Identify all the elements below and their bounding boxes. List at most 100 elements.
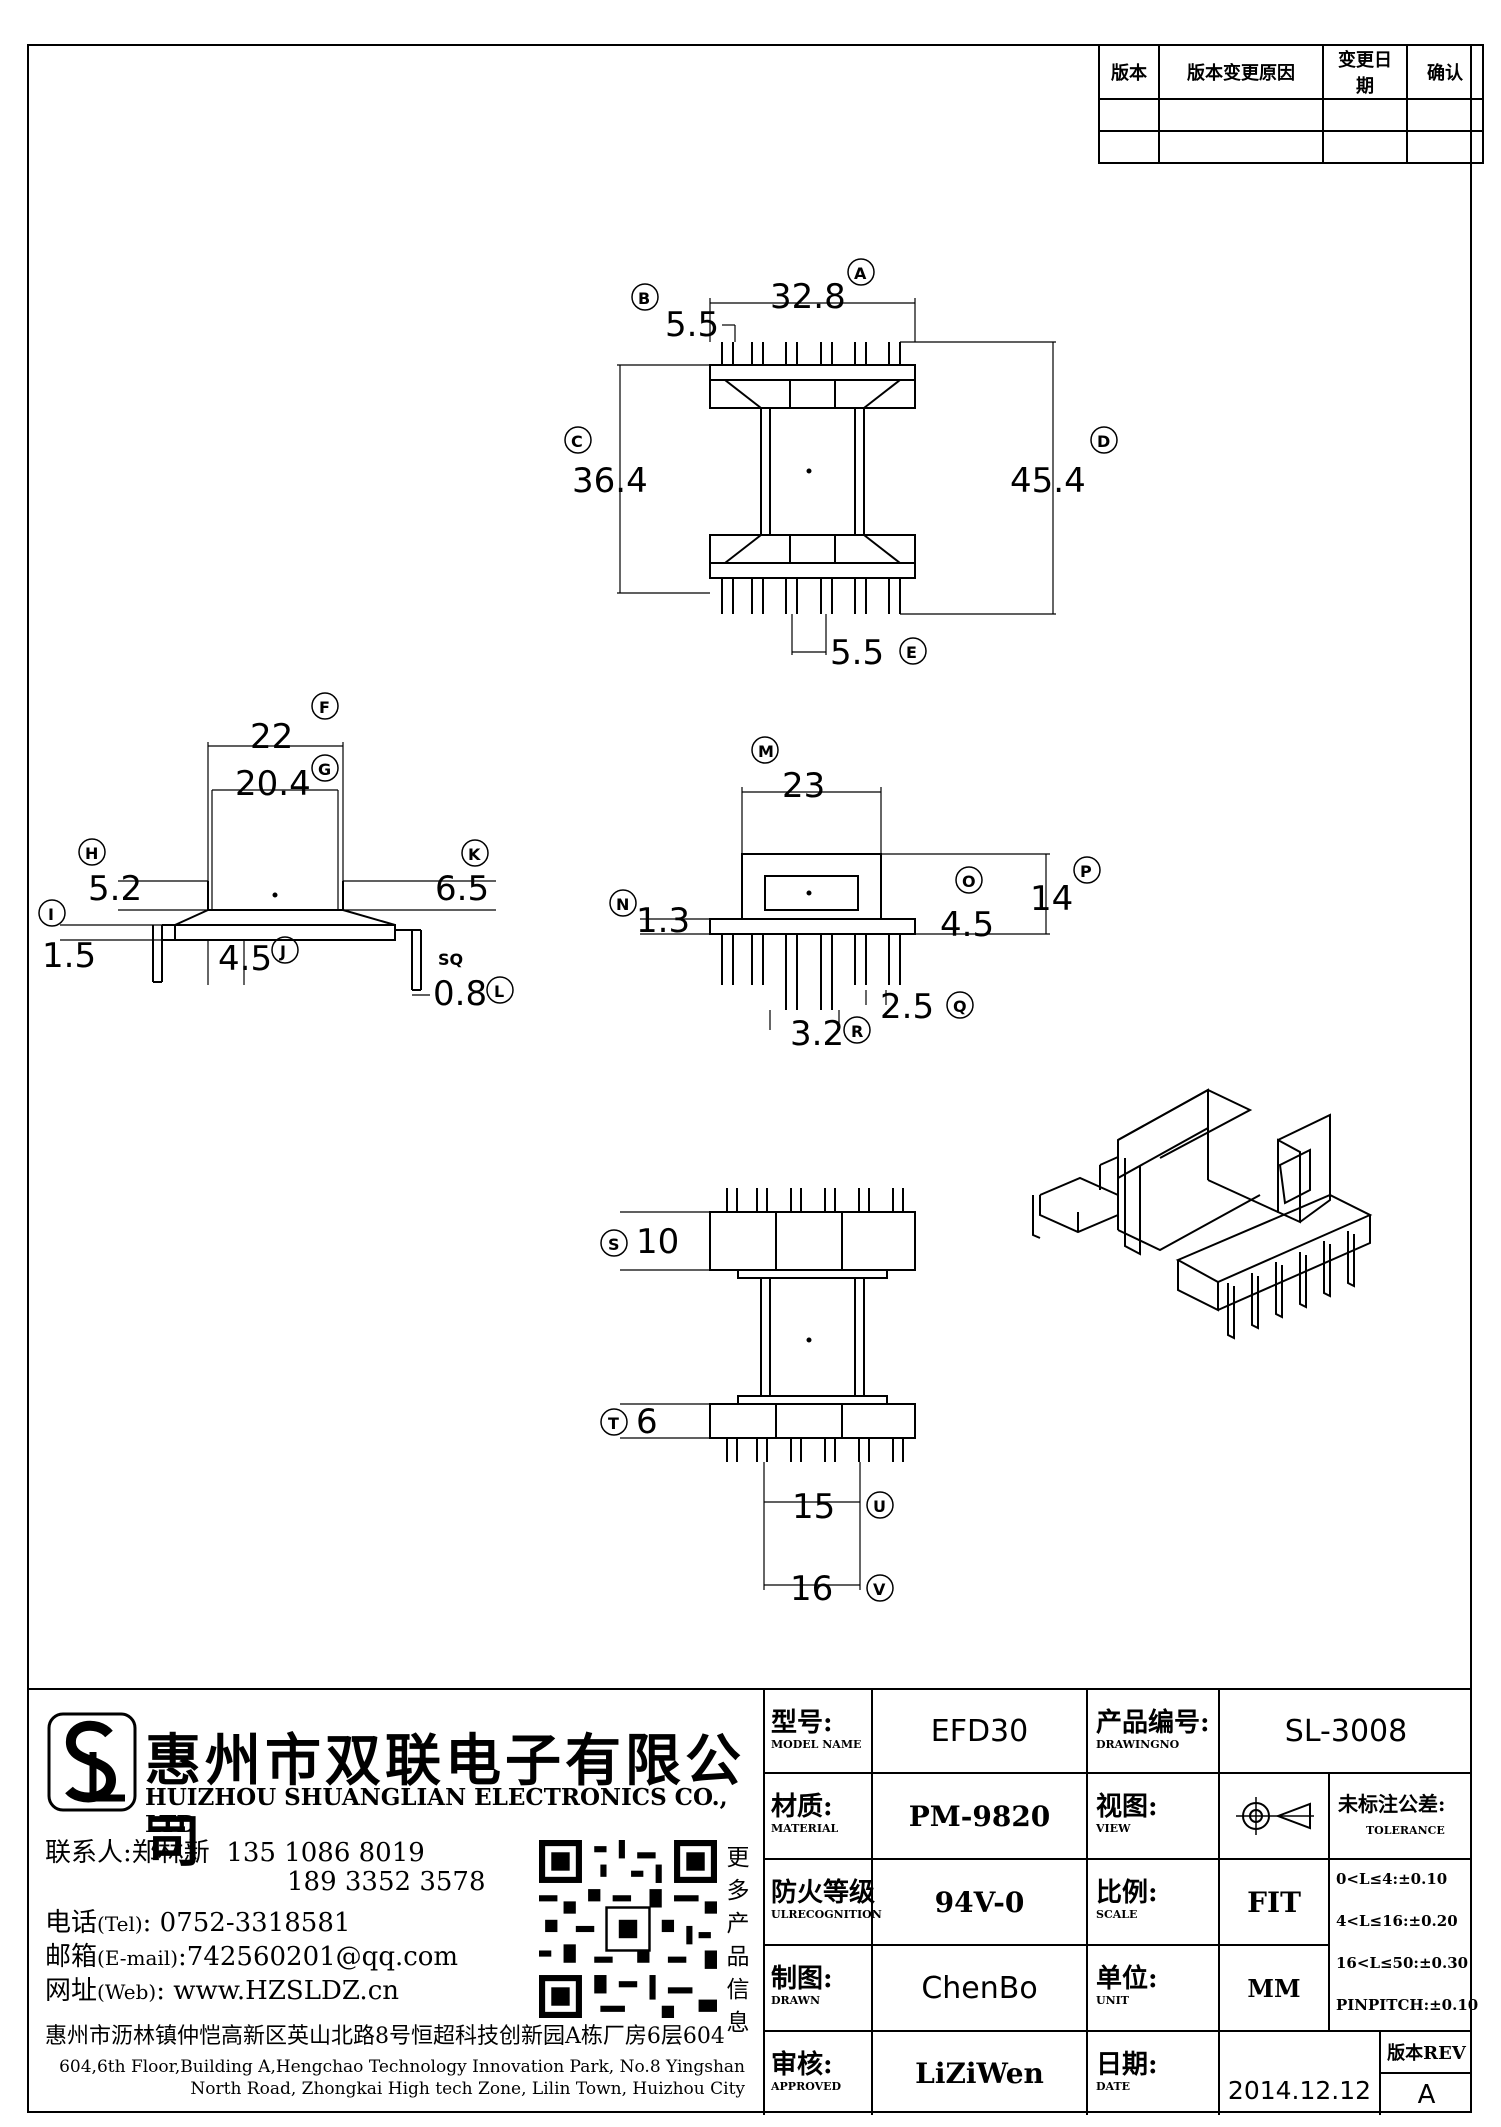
fire-label-cell: 防火等级 ULRECOGNITION xyxy=(763,1860,882,1946)
dim-g-label: G xyxy=(318,760,331,779)
view-symbol-cell xyxy=(1220,1774,1330,1860)
email-sub: (E-mail) xyxy=(97,1946,179,1970)
tolerance-values-cell: 0<L≤4:±0.10 4<L≤16:±0.20 16<L≤50:±0.30 P… xyxy=(1330,1860,1478,2032)
contact-label: 联系人: xyxy=(45,1838,132,1868)
dim-e-label: E xyxy=(906,643,917,662)
email-value: :742560201@qq.com xyxy=(178,1942,459,1972)
dim-s-label: S xyxy=(608,1235,620,1254)
tel-label: 电话 xyxy=(45,1908,98,1938)
drawingno-value: SL-3008 xyxy=(1284,1713,1408,1749)
dim-p-label: P xyxy=(1080,862,1092,881)
material-value-cell: PM-9820 xyxy=(873,1774,1088,1860)
dim-p-value: 14 xyxy=(1030,879,1073,919)
dim-l-value: 0.8 xyxy=(433,974,487,1014)
unit-label-cell: 单位: UNIT xyxy=(1088,1946,1220,2032)
dim-l-label: L xyxy=(494,982,504,1001)
company-name-cn: 惠州市双联电子有限公司 xyxy=(145,1728,745,1875)
scale-value-cell: FIT xyxy=(1220,1860,1330,1946)
email-line: 邮箱(E-mail):742560201@qq.com xyxy=(45,1936,458,1973)
dim-v-value: 16 xyxy=(790,1569,833,1609)
drawingno-value-cell: SL-3008 xyxy=(1220,1690,1472,1774)
drawing-frame xyxy=(27,44,1472,2113)
qr-code[interactable] xyxy=(539,1840,717,2018)
web-value: : www.HZSLDZ.cn xyxy=(156,1976,399,2006)
tolerance-label-cell: 未标注公差: TOLERANCE xyxy=(1330,1774,1472,1860)
dim-r-label: R xyxy=(851,1022,863,1041)
dim-m-label: M xyxy=(758,742,774,761)
dim-a-value: 32.8 xyxy=(770,277,846,317)
dim-q-value: 2.5 xyxy=(880,987,934,1027)
tolerance-line-1: 0<L≤4:±0.10 xyxy=(1336,1870,1448,1888)
company-logo xyxy=(47,1712,137,1812)
drawingno-label-cell: 产品编号: DRAWINGNO xyxy=(1088,1690,1220,1774)
dim-c-value: 36.4 xyxy=(572,461,648,501)
dim-sq-note: SQ xyxy=(438,950,463,969)
dim-h-label: H xyxy=(85,844,98,863)
dim-d-value: 45.4 xyxy=(1010,461,1086,501)
address-en: 604,6th Floor,Building A,Hengchao Techno… xyxy=(59,2057,745,2099)
rev-label-cell: 版本REV xyxy=(1381,2032,1472,2074)
dim-q-label: Q xyxy=(953,997,967,1016)
date-value: 2014.12.12 xyxy=(1227,2076,1372,2105)
approved-value: LiZiWen xyxy=(915,2057,1044,2090)
rev-header-confirm: 确认 xyxy=(1406,44,1484,100)
material-value: PM-9820 xyxy=(908,1799,1051,1833)
rev-value-cell: A xyxy=(1381,2074,1472,2115)
view-label-cell: 视图: VIEW xyxy=(1088,1774,1220,1860)
side-view xyxy=(60,742,496,996)
info-grid: 型号: MODEL NAME EFD30 产品编号: DRAWINGNO SL-… xyxy=(763,1690,1478,2115)
contact-phone-2: 189 3352 3578 xyxy=(287,1867,486,1897)
dim-e-value: 5.5 xyxy=(830,633,884,673)
dim-d-label: D xyxy=(1097,432,1110,451)
dim-f-label: F xyxy=(319,698,330,717)
company-panel: 惠州市双联电子有限公司 HUIZHOU SHUANGLIAN ELECTRONI… xyxy=(27,1690,765,2115)
dim-t-label: T xyxy=(608,1414,619,1433)
dim-i-value: 1.5 xyxy=(42,936,96,976)
date-label-cell: 日期: DATE xyxy=(1088,2032,1220,2115)
projection-symbol-icon xyxy=(1236,1797,1314,1835)
dim-o-label: O xyxy=(962,872,976,891)
web-sub: (Web) xyxy=(97,1980,157,2004)
web-line: 网址(Web): www.HZSLDZ.cn xyxy=(45,1970,399,2007)
more-products-text: 更 多 产 品 信 息 xyxy=(726,1845,750,2036)
email-label: 邮箱 xyxy=(45,1942,98,1972)
tel-sub: (Tel) xyxy=(97,1912,143,1936)
rev-value: A xyxy=(1417,2079,1436,2110)
front-view xyxy=(640,787,1050,1030)
dim-j-label: J xyxy=(279,942,286,961)
tolerance-line-3: 16<L≤50:±0.30 xyxy=(1336,1954,1469,1972)
model-value-cell: EFD30 xyxy=(873,1690,1088,1774)
dim-u-label: U xyxy=(873,1497,886,1516)
dim-a-label: A xyxy=(854,264,867,283)
dim-v-label: V xyxy=(873,1580,886,1599)
tolerance-line-4: PINPITCH:±0.10 xyxy=(1336,1996,1479,2014)
approved-value-cell: LiZiWen xyxy=(873,2032,1088,2115)
scale-label-cell: 比例: SCALE xyxy=(1088,1860,1220,1946)
rev-label: 版本REV xyxy=(1387,2043,1466,2064)
tel-line: 电话(Tel): 0752-3318581 xyxy=(45,1902,350,1939)
dim-k-label: K xyxy=(468,845,481,864)
dim-i-label: I xyxy=(48,905,54,924)
dim-n-value: 1.3 xyxy=(636,901,690,941)
dim-k-value: 6.5 xyxy=(435,869,489,909)
address-cn: 惠州市沥林镇仲恺高新区英山北路8号恒超科技创新园A栋厂房6层604 xyxy=(45,2024,725,2049)
dim-g-value: 20.4 xyxy=(235,764,311,804)
dim-m-value: 23 xyxy=(782,766,825,806)
rev-header-reason: 版本变更原因 xyxy=(1158,44,1324,100)
rev-header-version: 版本 xyxy=(1098,44,1160,100)
dim-s-value: 10 xyxy=(636,1222,679,1262)
drawn-label-cell: 制图: DRAWN xyxy=(763,1946,873,2032)
dim-t-value: 6 xyxy=(636,1402,658,1442)
material-label-cell: 材质: MATERIAL xyxy=(763,1774,873,1860)
dim-f-value: 22 xyxy=(250,717,293,757)
top-view xyxy=(617,298,1056,655)
model-value: EFD30 xyxy=(930,1713,1029,1749)
date-value-cell: 2014.12.12 xyxy=(1220,2032,1381,2115)
company-name-en: HUIZHOU SHUANGLIAN ELECTRONICS CO., LTD xyxy=(145,1784,728,1838)
rev-header-date: 变更日期 xyxy=(1322,44,1408,100)
isometric-view xyxy=(1032,1088,1373,1340)
dim-n-label: N xyxy=(616,895,629,914)
tel-value: : 0752-3318581 xyxy=(142,1908,351,1938)
unit-value: MM xyxy=(1247,1973,1301,2003)
